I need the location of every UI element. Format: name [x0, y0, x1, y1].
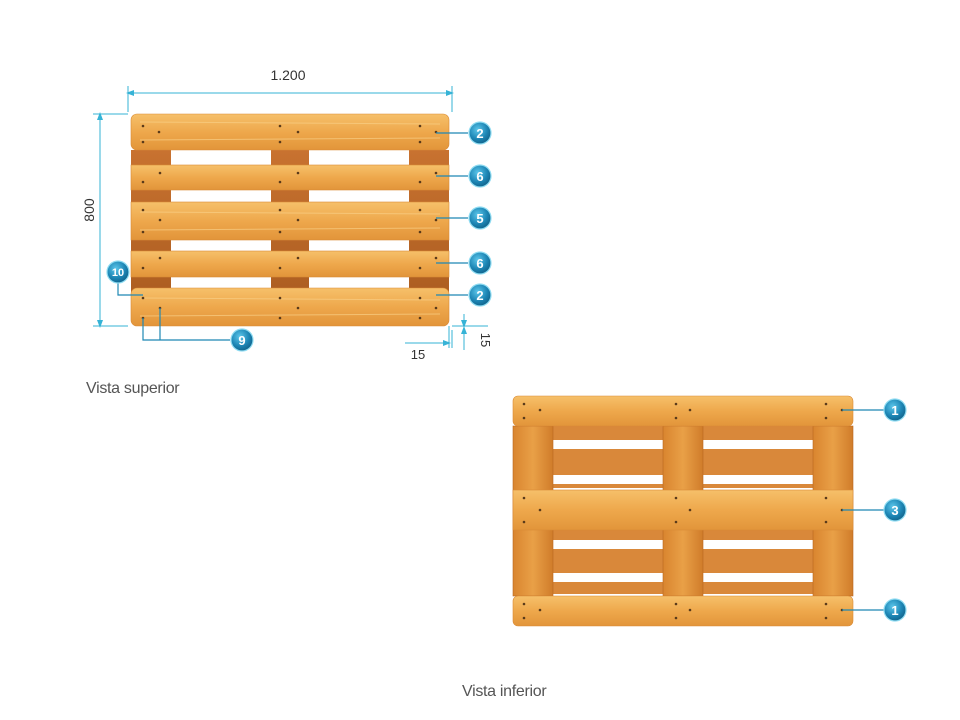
board-1-top — [512, 395, 854, 427]
bottom-view-boards — [512, 395, 854, 627]
svg-text:5: 5 — [476, 211, 483, 226]
bottom-nails — [522, 402, 844, 620]
top-view-leaders — [117, 132, 468, 341]
svg-text:6: 6 — [476, 256, 483, 271]
callout-1-bottom: 1 — [883, 598, 907, 622]
bottom-view-leaders — [842, 409, 884, 611]
svg-text:1: 1 — [891, 403, 898, 418]
board-6-upper — [130, 164, 450, 191]
callout-10: 10 — [106, 260, 130, 284]
top-view: 1.200 800 15 15 — [81, 67, 493, 362]
callout-5: 5 — [468, 206, 492, 230]
board-2-top — [130, 113, 450, 151]
dimension-width: 1.200 — [126, 67, 454, 112]
dimension-width-label: 1.200 — [270, 67, 305, 83]
bottom-view: 1 3 1 — [512, 395, 907, 627]
board-5-middle — [130, 201, 450, 241]
bottom-view-caption: Vista inferior — [462, 683, 547, 700]
svg-text:6: 6 — [476, 169, 483, 184]
callout-2-bottom: 2 — [468, 283, 492, 307]
dimension-height-label: 800 — [81, 198, 97, 222]
board-3-middle — [512, 489, 854, 531]
svg-text:2: 2 — [476, 288, 483, 303]
board-1-bottom — [512, 595, 854, 627]
callout-2-top: 2 — [468, 121, 492, 145]
dimension-edge-v-label: 15 — [478, 333, 493, 347]
wood-grain — [139, 121, 441, 317]
board-6-lower — [130, 250, 450, 278]
nails — [141, 124, 438, 320]
dimension-corner: 15 15 — [405, 314, 493, 362]
dimension-edge-h-label: 15 — [411, 347, 425, 362]
top-view-deck-boards — [130, 113, 450, 327]
svg-text:2: 2 — [476, 126, 483, 141]
callout-3: 3 — [883, 498, 907, 522]
dimension-height: 800 — [81, 112, 128, 328]
bottom-view-inner-boards — [553, 426, 813, 594]
callout-6-upper: 6 — [468, 164, 492, 188]
callout-1-top: 1 — [883, 398, 907, 422]
top-view-caption: Vista superior — [86, 380, 180, 397]
svg-text:1: 1 — [891, 603, 898, 618]
svg-text:9: 9 — [238, 333, 245, 348]
board-2-bottom — [130, 287, 450, 327]
callout-6-lower: 6 — [468, 251, 492, 275]
svg-text:3: 3 — [891, 503, 898, 518]
svg-text:10: 10 — [112, 267, 124, 279]
callout-9: 9 — [230, 328, 254, 352]
